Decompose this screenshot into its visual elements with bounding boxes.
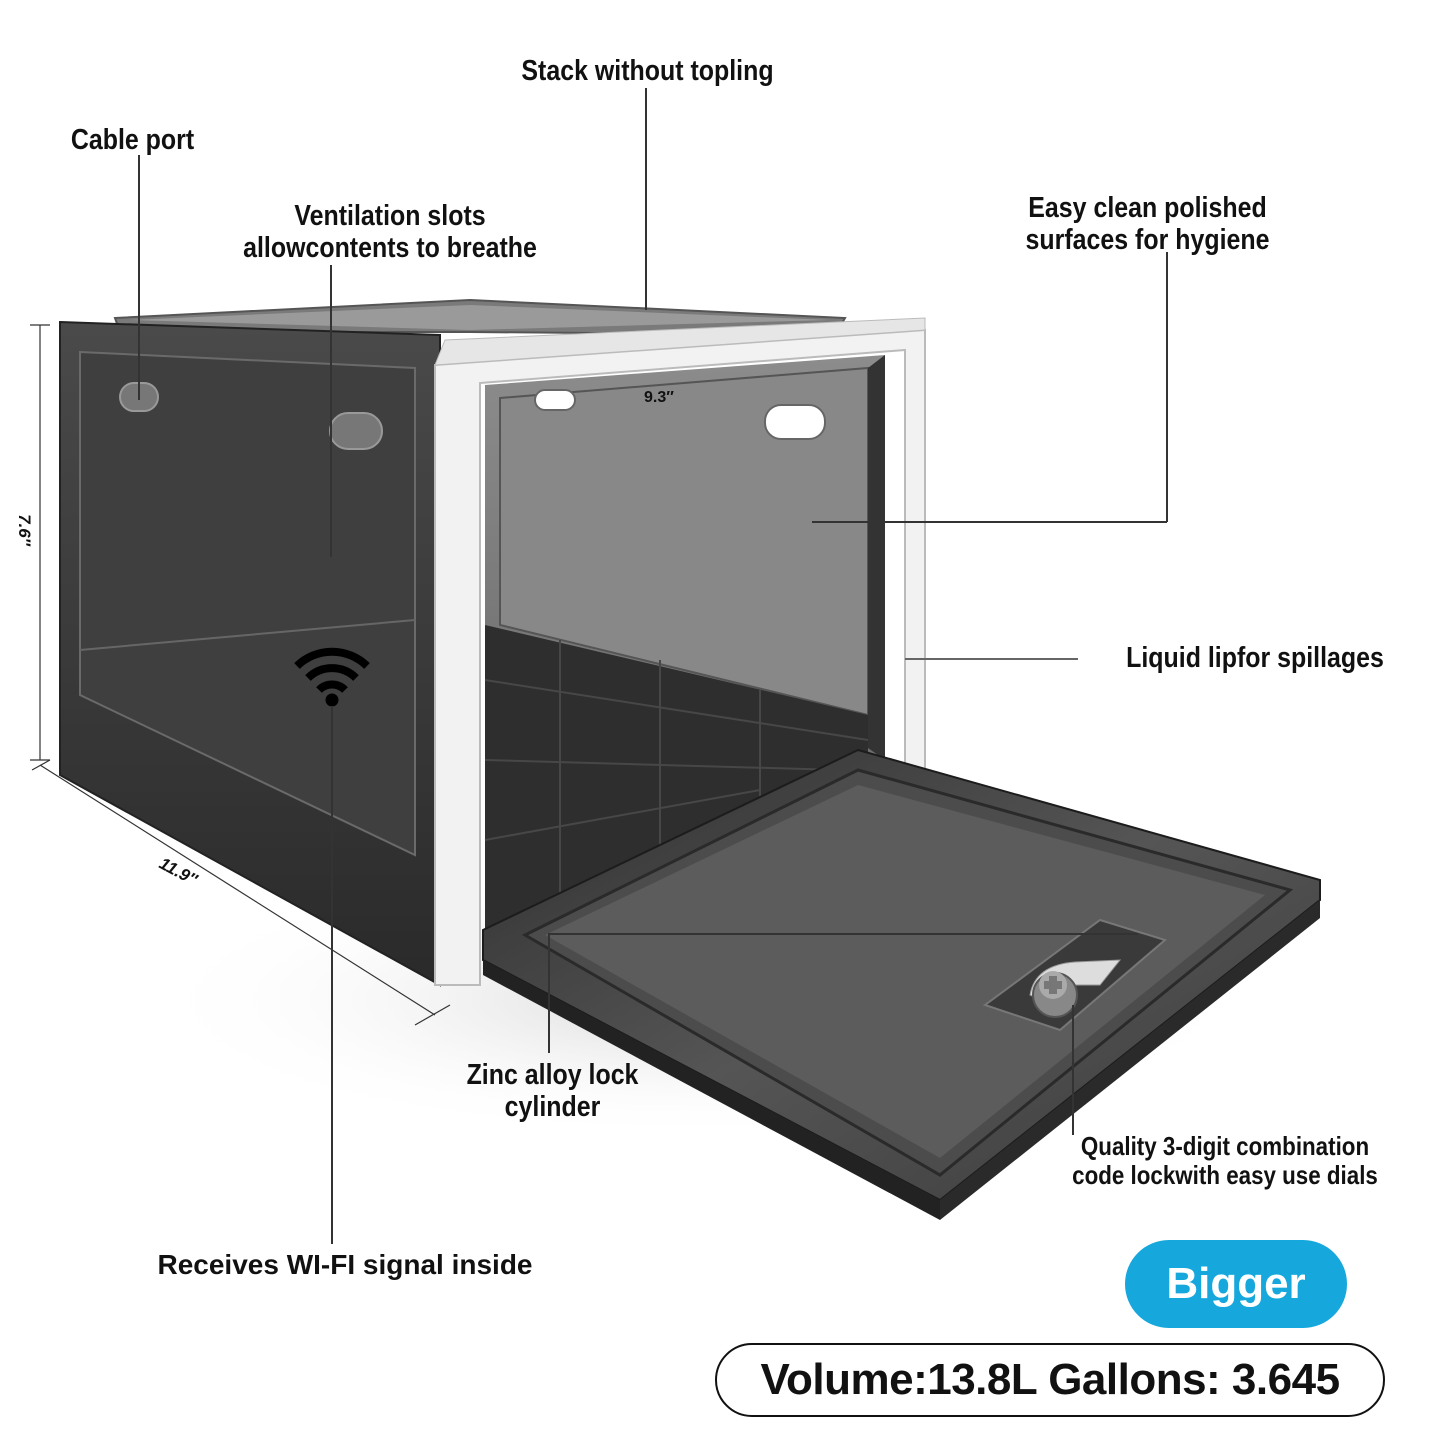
- wifi-icon: [294, 647, 370, 707]
- callout-zinc-lock-2: cylinder: [504, 1091, 601, 1123]
- callout-easy-clean-2: surfaces for hygiene: [1025, 224, 1270, 256]
- leader-zinc-lock: [548, 933, 550, 1053]
- leader-ventilation: [330, 265, 332, 557]
- callout-easy-clean-1: Easy clean polished: [1028, 192, 1267, 224]
- dimension-width: 9.3″: [644, 389, 674, 406]
- callout-liquid-lip: Liquid lipfor spillages: [1126, 642, 1384, 674]
- callout-ventilation-2: allowcontents to breathe: [243, 232, 537, 264]
- callout-combination-2: code lockwith easy use dials: [1072, 1160, 1378, 1190]
- callout-ventilation-1: Ventilation slots: [294, 200, 486, 232]
- volume-info: Volume:13.8L Gallons: 3.645: [715, 1343, 1385, 1417]
- callout-zinc-lock-1: Zinc alloy lock: [466, 1059, 639, 1091]
- leader-combination: [1072, 1005, 1074, 1135]
- dimension-height: 7.6″: [14, 514, 34, 546]
- callout-wifi: Receives WI-FI signal inside: [157, 1249, 533, 1280]
- leader-easy-clean: [1166, 252, 1168, 522]
- callout-combination-1: Quality 3-digit combination: [1080, 1131, 1370, 1161]
- bigger-badge: Bigger: [1125, 1240, 1347, 1328]
- callout-stack: Stack without topling: [521, 55, 774, 87]
- leader-liquid-lip: [905, 658, 1078, 660]
- callout-cable-port: Cable port: [70, 124, 195, 156]
- leader-wifi: [331, 706, 333, 1244]
- leader-zinc-lock-h: [548, 933, 1138, 935]
- leader-cable-port: [138, 155, 140, 400]
- leader-stack: [645, 88, 647, 310]
- leader-easy-clean-h: [812, 521, 1167, 523]
